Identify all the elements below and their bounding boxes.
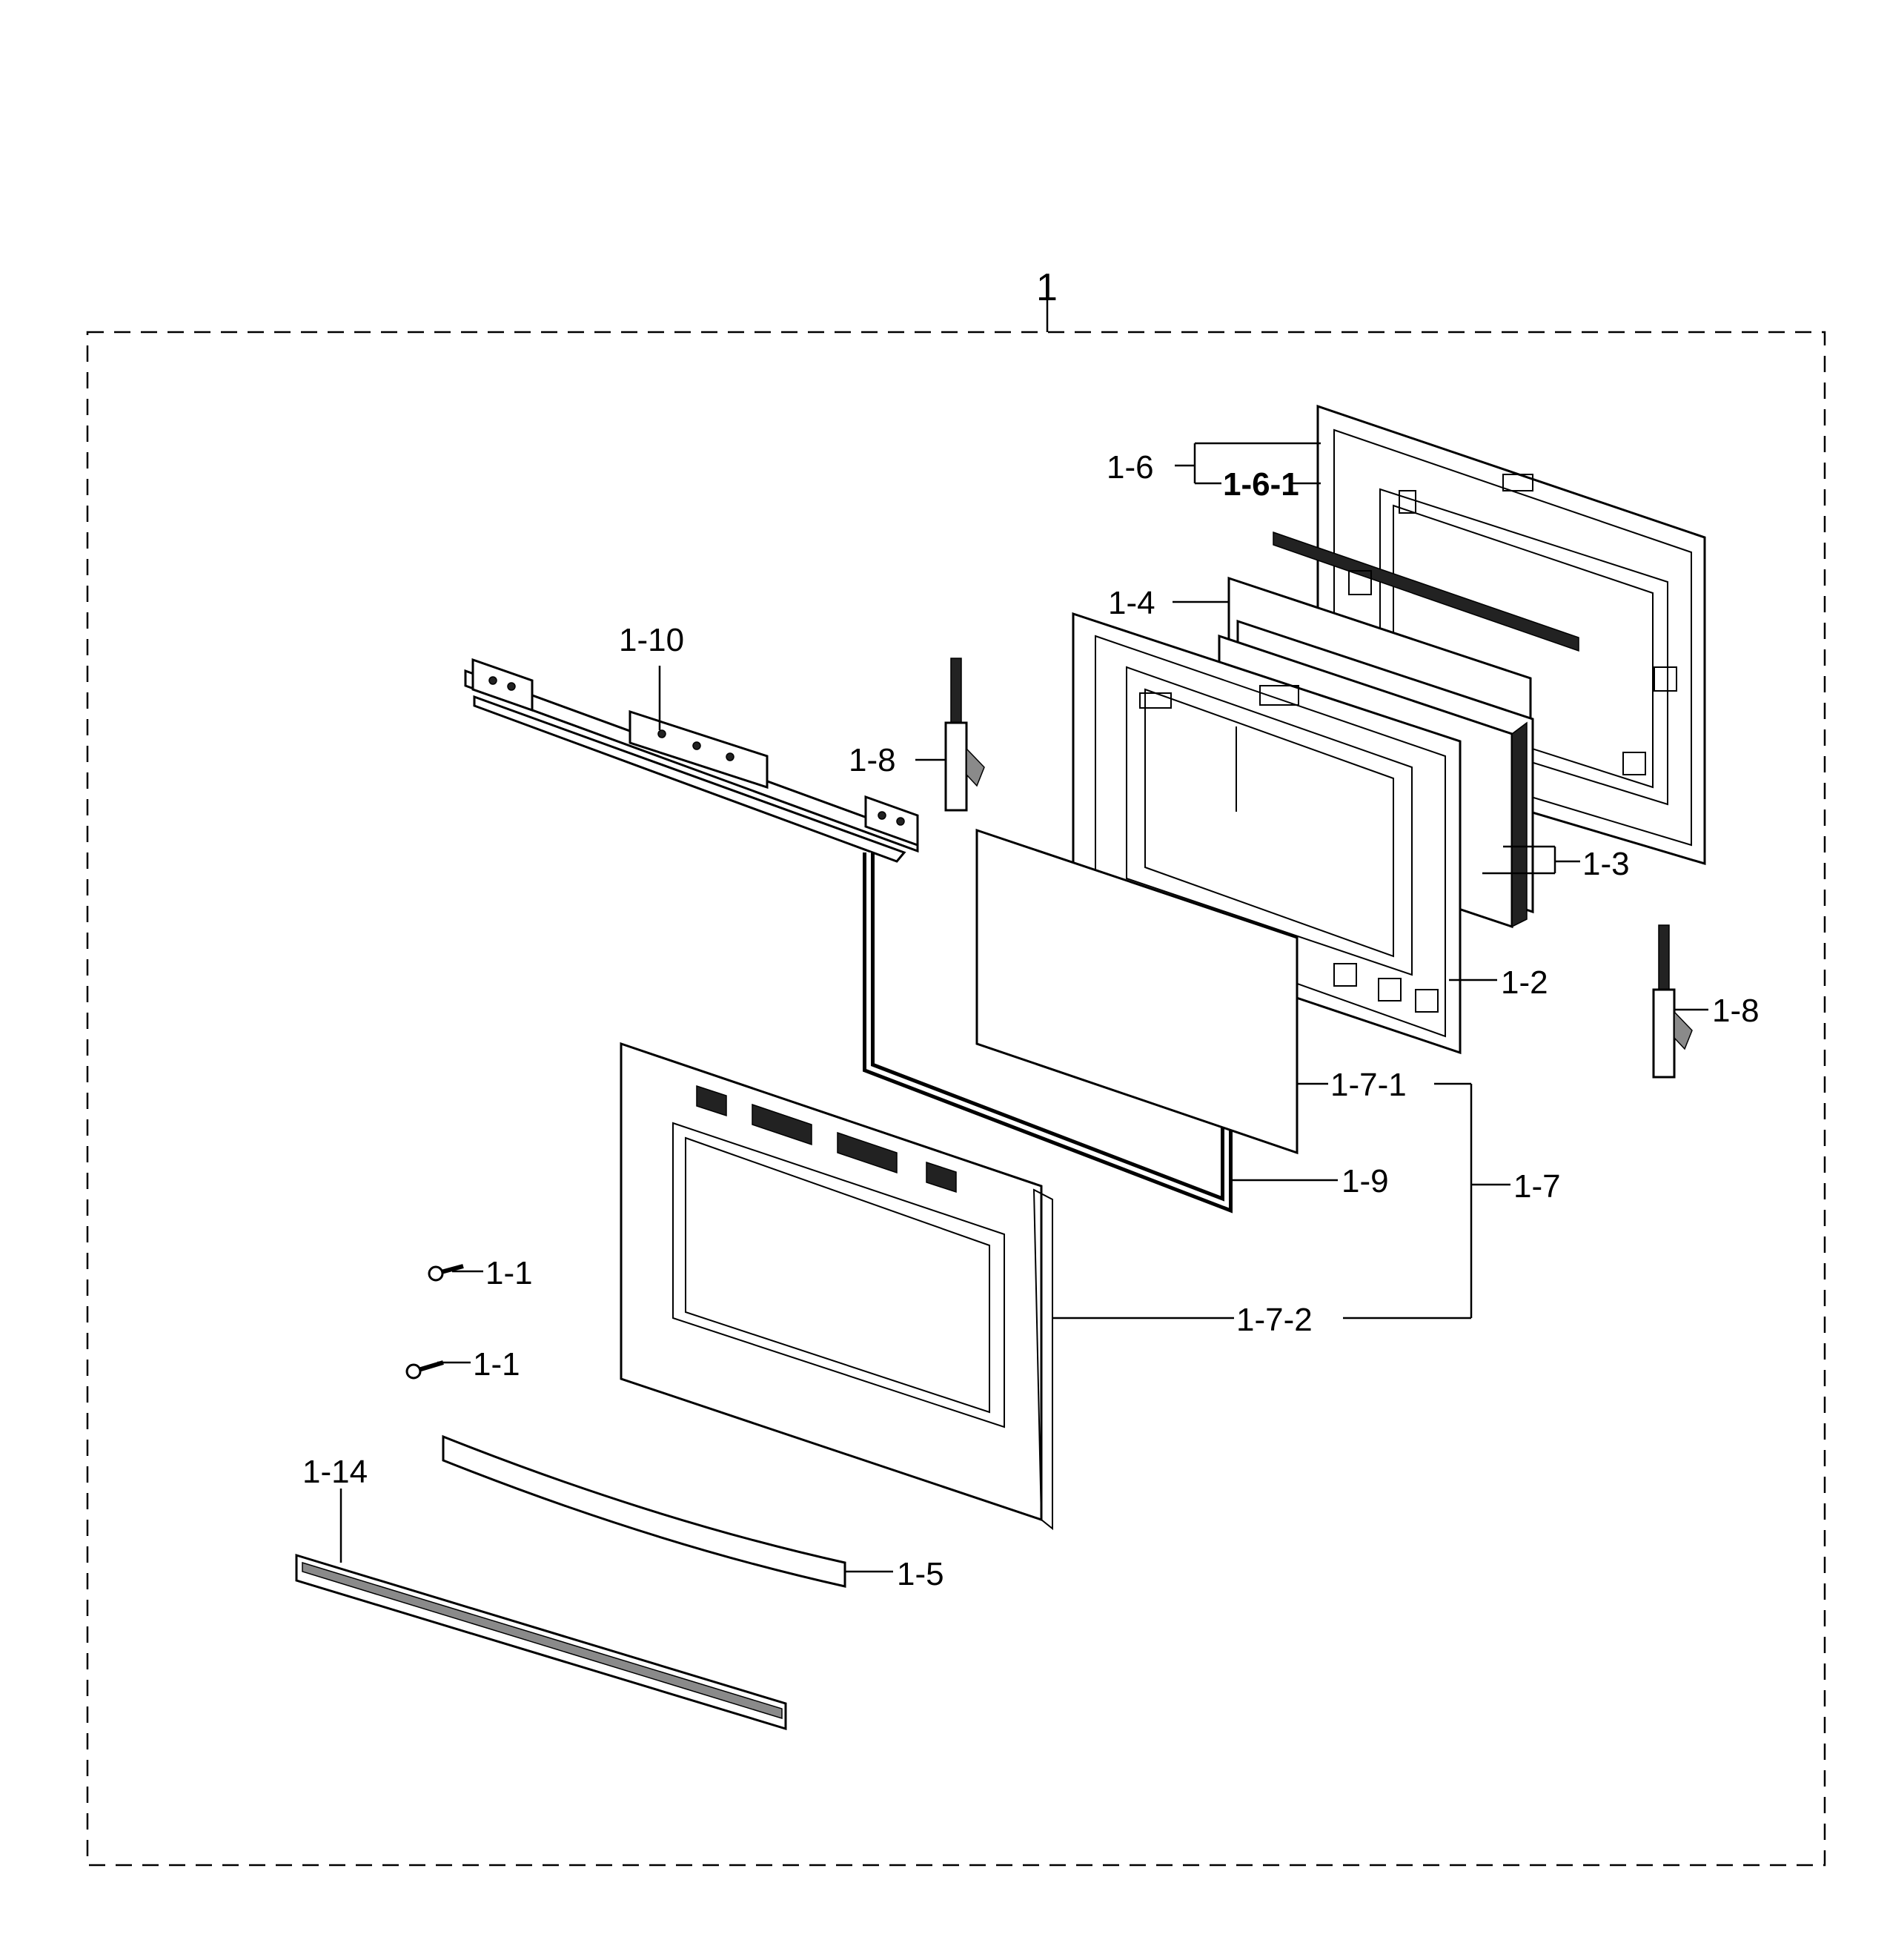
assembly-label: 1 xyxy=(1036,266,1058,309)
label-1-10: 1-10 xyxy=(619,622,684,658)
hinge-1-8-left xyxy=(944,658,985,812)
label-1-14: 1-14 xyxy=(302,1454,368,1490)
label-1-9: 1-9 xyxy=(1342,1163,1389,1199)
label-1-2: 1-2 xyxy=(1501,964,1548,1001)
vent-bracket-1-10 xyxy=(464,658,919,863)
label-1-8-left: 1-8 xyxy=(849,742,896,778)
label-1-1-lower: 1-1 xyxy=(473,1346,520,1383)
label-1-3: 1-3 xyxy=(1582,846,1630,882)
screw-1-1-lower xyxy=(405,1360,444,1380)
label-1-5: 1-5 xyxy=(897,1556,944,1592)
vent-slots xyxy=(696,1085,957,1193)
door-handle-1-5 xyxy=(442,1434,846,1588)
label-1-7-2: 1-7-2 xyxy=(1236,1302,1313,1338)
label-1-8-right: 1-8 xyxy=(1712,993,1760,1029)
label-1-6: 1-6 xyxy=(1107,449,1154,486)
label-1-7-1: 1-7-1 xyxy=(1330,1067,1407,1103)
outer-glass-1-7-1 xyxy=(975,828,1299,1155)
leader-lines xyxy=(339,442,1708,1573)
label-1-4: 1-4 xyxy=(1108,585,1155,621)
bottom-trim-1-14 xyxy=(295,1553,787,1731)
hinge-1-8-right xyxy=(1652,924,1693,1079)
label-1-6-1: 1-6-1 xyxy=(1223,466,1299,503)
label-1-1-upper: 1-1 xyxy=(485,1255,533,1291)
screw-1-1-upper xyxy=(428,1264,464,1282)
outer-door-panel-1-7-2 xyxy=(620,1042,1053,1531)
assembly-boundary xyxy=(86,331,1826,1867)
label-1-7: 1-7 xyxy=(1513,1168,1561,1205)
